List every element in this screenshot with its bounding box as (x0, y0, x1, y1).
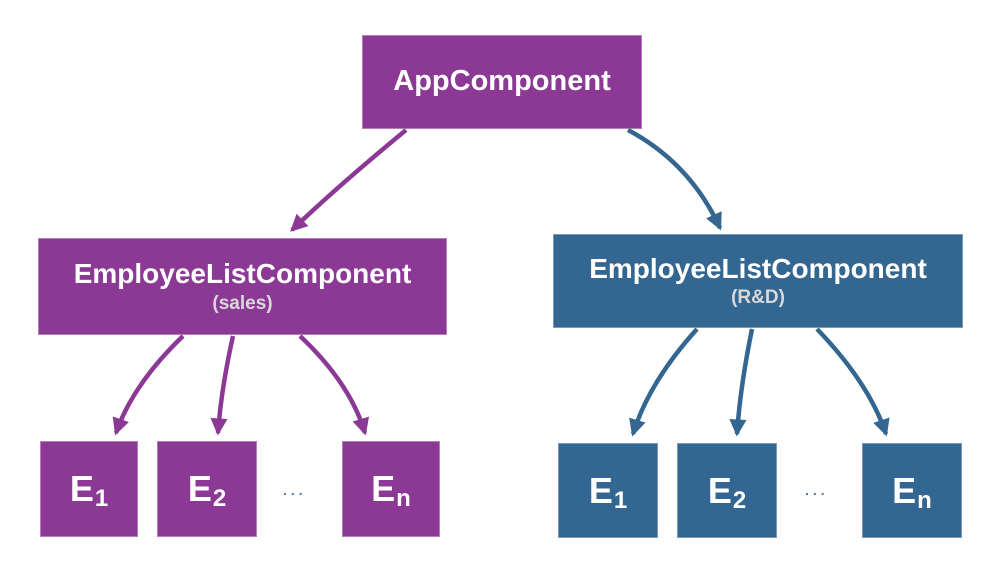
arrow-sales-to-en-icon (298, 334, 370, 436)
node-rnd-employee-n: En (862, 443, 962, 538)
arrow-rnd-to-e1-icon (629, 327, 699, 437)
arrow-app-to-rnd-list-icon (626, 128, 723, 231)
e-base: E (588, 469, 613, 511)
node-appcomponent: AppComponent (362, 35, 642, 129)
arrow-app-to-sales-list-icon (290, 128, 408, 232)
node-employeelist-rnd-label: EmployeeListComponent (589, 252, 927, 284)
node-employeelist-rnd-sublabel: (R&D) (731, 287, 785, 309)
e-subscript: 2 (212, 485, 227, 512)
node-employeelist-sales-label: EmployeeListComponent (73, 258, 412, 290)
node-employeelist-sales-sublabel: (sales) (212, 292, 273, 314)
e-subscript: 2 (732, 486, 747, 514)
node-rnd-employee-1: E1 (558, 443, 658, 538)
node-sales-employee-2: E2 (157, 441, 257, 537)
e-subscript: n (396, 485, 411, 512)
arrow-sales-to-e1-icon (112, 334, 185, 436)
node-employeelist-rnd: EmployeeListComponent (R&D) (553, 234, 963, 328)
e-base: E (187, 468, 212, 509)
node-sales-employee-2-label: E2 (187, 468, 226, 511)
arrow-sales-to-e2-icon (210, 335, 236, 436)
node-sales-employee-n-label: En (371, 468, 411, 511)
node-appcomponent-label: AppComponent (393, 65, 611, 98)
sales-ellipsis: ... (283, 482, 307, 498)
node-rnd-employee-2-label: E2 (707, 469, 746, 512)
node-sales-employee-1: E1 (40, 441, 138, 537)
node-rnd-employee-2: E2 (677, 443, 777, 538)
arrow-rnd-to-en-icon (815, 327, 890, 437)
e-subscript: n (917, 486, 932, 514)
node-employeelist-sales: EmployeeListComponent (sales) (38, 238, 447, 335)
e-subscript: 1 (613, 486, 628, 514)
rnd-ellipsis: ... (805, 482, 829, 498)
e-base: E (371, 468, 396, 509)
node-rnd-employee-1-label: E1 (588, 469, 627, 512)
node-sales-employee-n: En (342, 441, 440, 537)
arrow-rnd-to-e2-icon (729, 328, 755, 437)
e-base: E (892, 469, 917, 511)
e-base: E (707, 469, 732, 511)
e-subscript: 1 (94, 485, 109, 512)
node-rnd-employee-n-label: En (892, 469, 932, 512)
e-base: E (69, 468, 94, 509)
node-sales-employee-1-label: E1 (69, 468, 108, 511)
